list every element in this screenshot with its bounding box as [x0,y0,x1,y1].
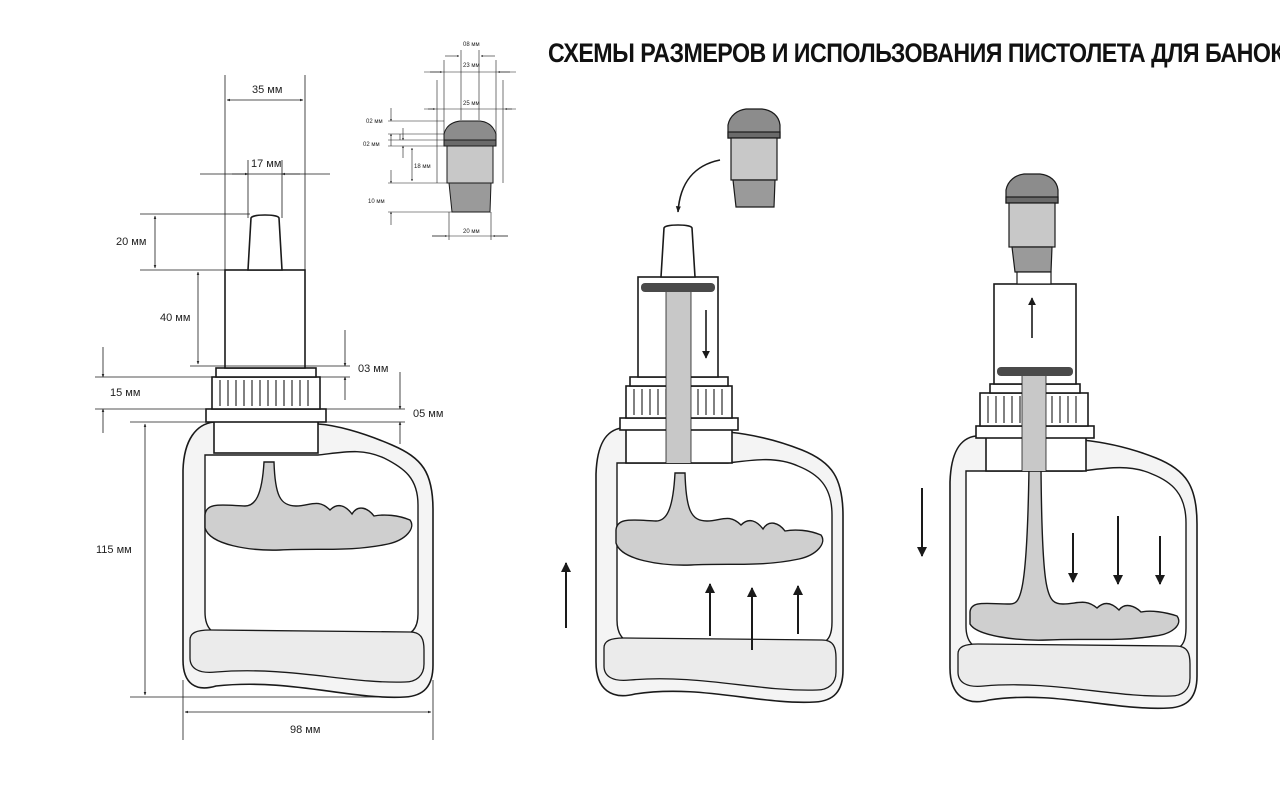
dim-18: 18 мм [414,164,431,170]
dim-23: 23 мм [463,63,480,69]
dim-15: 15 мм [110,387,140,399]
usage-bottle-press [561,108,844,704]
detached-cap-icon [727,108,781,208]
dim-98: 98 мм [290,724,320,736]
seal-band [997,367,1073,376]
dim-35: 35 мм [252,84,282,96]
nozzle-body [224,269,306,369]
cap-ring [211,376,321,410]
dim-25: 25 мм [463,101,480,107]
bottle-dimension-lines [95,75,434,740]
dim-20: 20 мм [116,236,146,248]
dim-115: 115 мм [96,544,132,556]
dim-05: 05 мм [413,408,443,420]
cap-rim [205,408,327,423]
cap-band [443,139,497,147]
cap-ribs [219,380,309,406]
bottle-liquid [204,461,413,551]
attached-cap-icon [1005,173,1059,285]
cap-dimension-lines [388,50,516,240]
dim-02-a: 02 мм [366,119,383,125]
dimensioned-bottle [182,214,434,699]
cap-middle [446,145,494,184]
cap-bottom [448,182,492,213]
dim-17: 17 мм [251,158,281,170]
nozzle-collar [215,367,317,378]
dim-03: 03 мм [358,363,388,375]
nozzle-tip [247,214,283,271]
bottle-base [189,629,425,683]
curved-arrow-icon [675,159,721,213]
diagram-title: СХЕМЫ РАЗМЕРОВ И ИСПОЛЬЗОВАНИЯ ПИСТОЛЕТА… [548,38,1280,68]
dim-20-cap: 20 мм [463,229,480,235]
usage-bottle-release [917,173,1198,710]
cap-dimension-drawing [443,120,497,213]
dim-08: 08 мм [463,42,480,48]
dim-10: 10 мм [368,199,385,205]
dim-02-b: 02 мм [363,142,380,148]
dim-40: 40 мм [160,312,190,324]
seal-band [641,283,715,292]
